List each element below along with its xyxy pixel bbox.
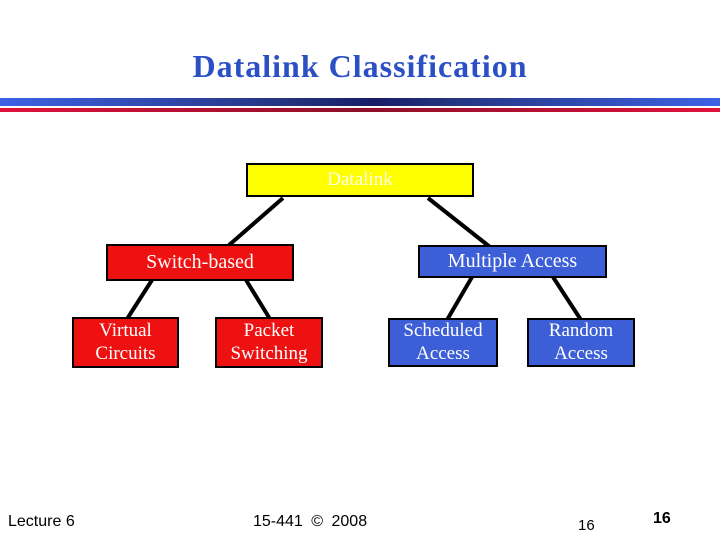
slide-number-badge: 16 bbox=[653, 510, 671, 527]
node-packet-switching: Packet Switching bbox=[215, 317, 323, 368]
node-scheduled-access: Scheduled Access bbox=[388, 318, 498, 367]
connector-multiple-access-to-scheduled-access bbox=[445, 275, 474, 322]
node-virtual-circuits: Virtual Circuits bbox=[72, 317, 179, 368]
connector-switch-based-to-virtual-circuits bbox=[125, 278, 154, 321]
connector-datalink-to-switch-based bbox=[226, 196, 285, 248]
node-random-access: Random Access bbox=[527, 318, 635, 367]
node-datalink: Datalink bbox=[246, 163, 474, 197]
footer-lecture-label: Lecture 6 bbox=[8, 513, 75, 530]
connector-datalink-to-multiple-access bbox=[426, 196, 492, 249]
slide-title: Datalink Classification bbox=[192, 48, 528, 84]
connector-multiple-access-to-random-access bbox=[551, 275, 583, 322]
node-multiple-access: Multiple Access bbox=[418, 245, 607, 278]
node-switch-based: Switch-based bbox=[106, 244, 294, 281]
footer-course-label: 15-441 © 2008 bbox=[253, 513, 368, 530]
title-divider-red-bar bbox=[0, 108, 720, 112]
footer-page-number: 16 bbox=[578, 517, 595, 534]
title-divider-blue-bar bbox=[0, 98, 720, 106]
connector-switch-based-to-packet-switching bbox=[244, 278, 272, 321]
